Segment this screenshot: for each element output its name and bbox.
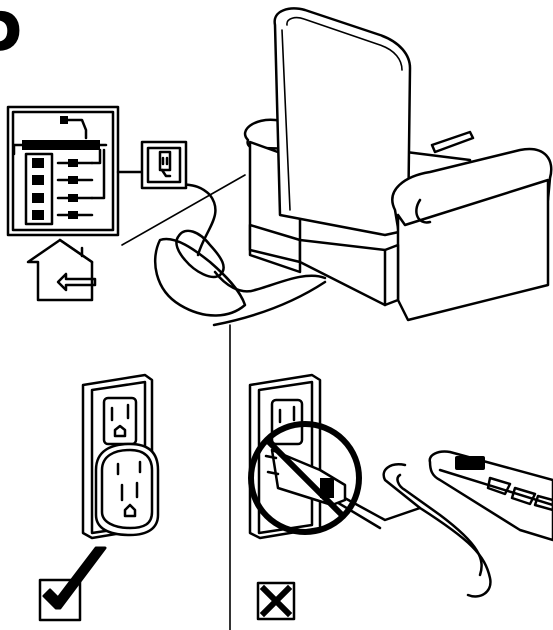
armchair-icon [245,9,551,320]
house-indoor-icon [28,240,95,300]
checkmark-box-icon [40,548,105,620]
x-box-icon [258,583,294,619]
wall-outlet-icon [142,142,186,188]
power-supply-icon [8,107,142,235]
wrong-outlet-icon [250,375,553,596]
correct-outlet-icon [83,375,158,538]
